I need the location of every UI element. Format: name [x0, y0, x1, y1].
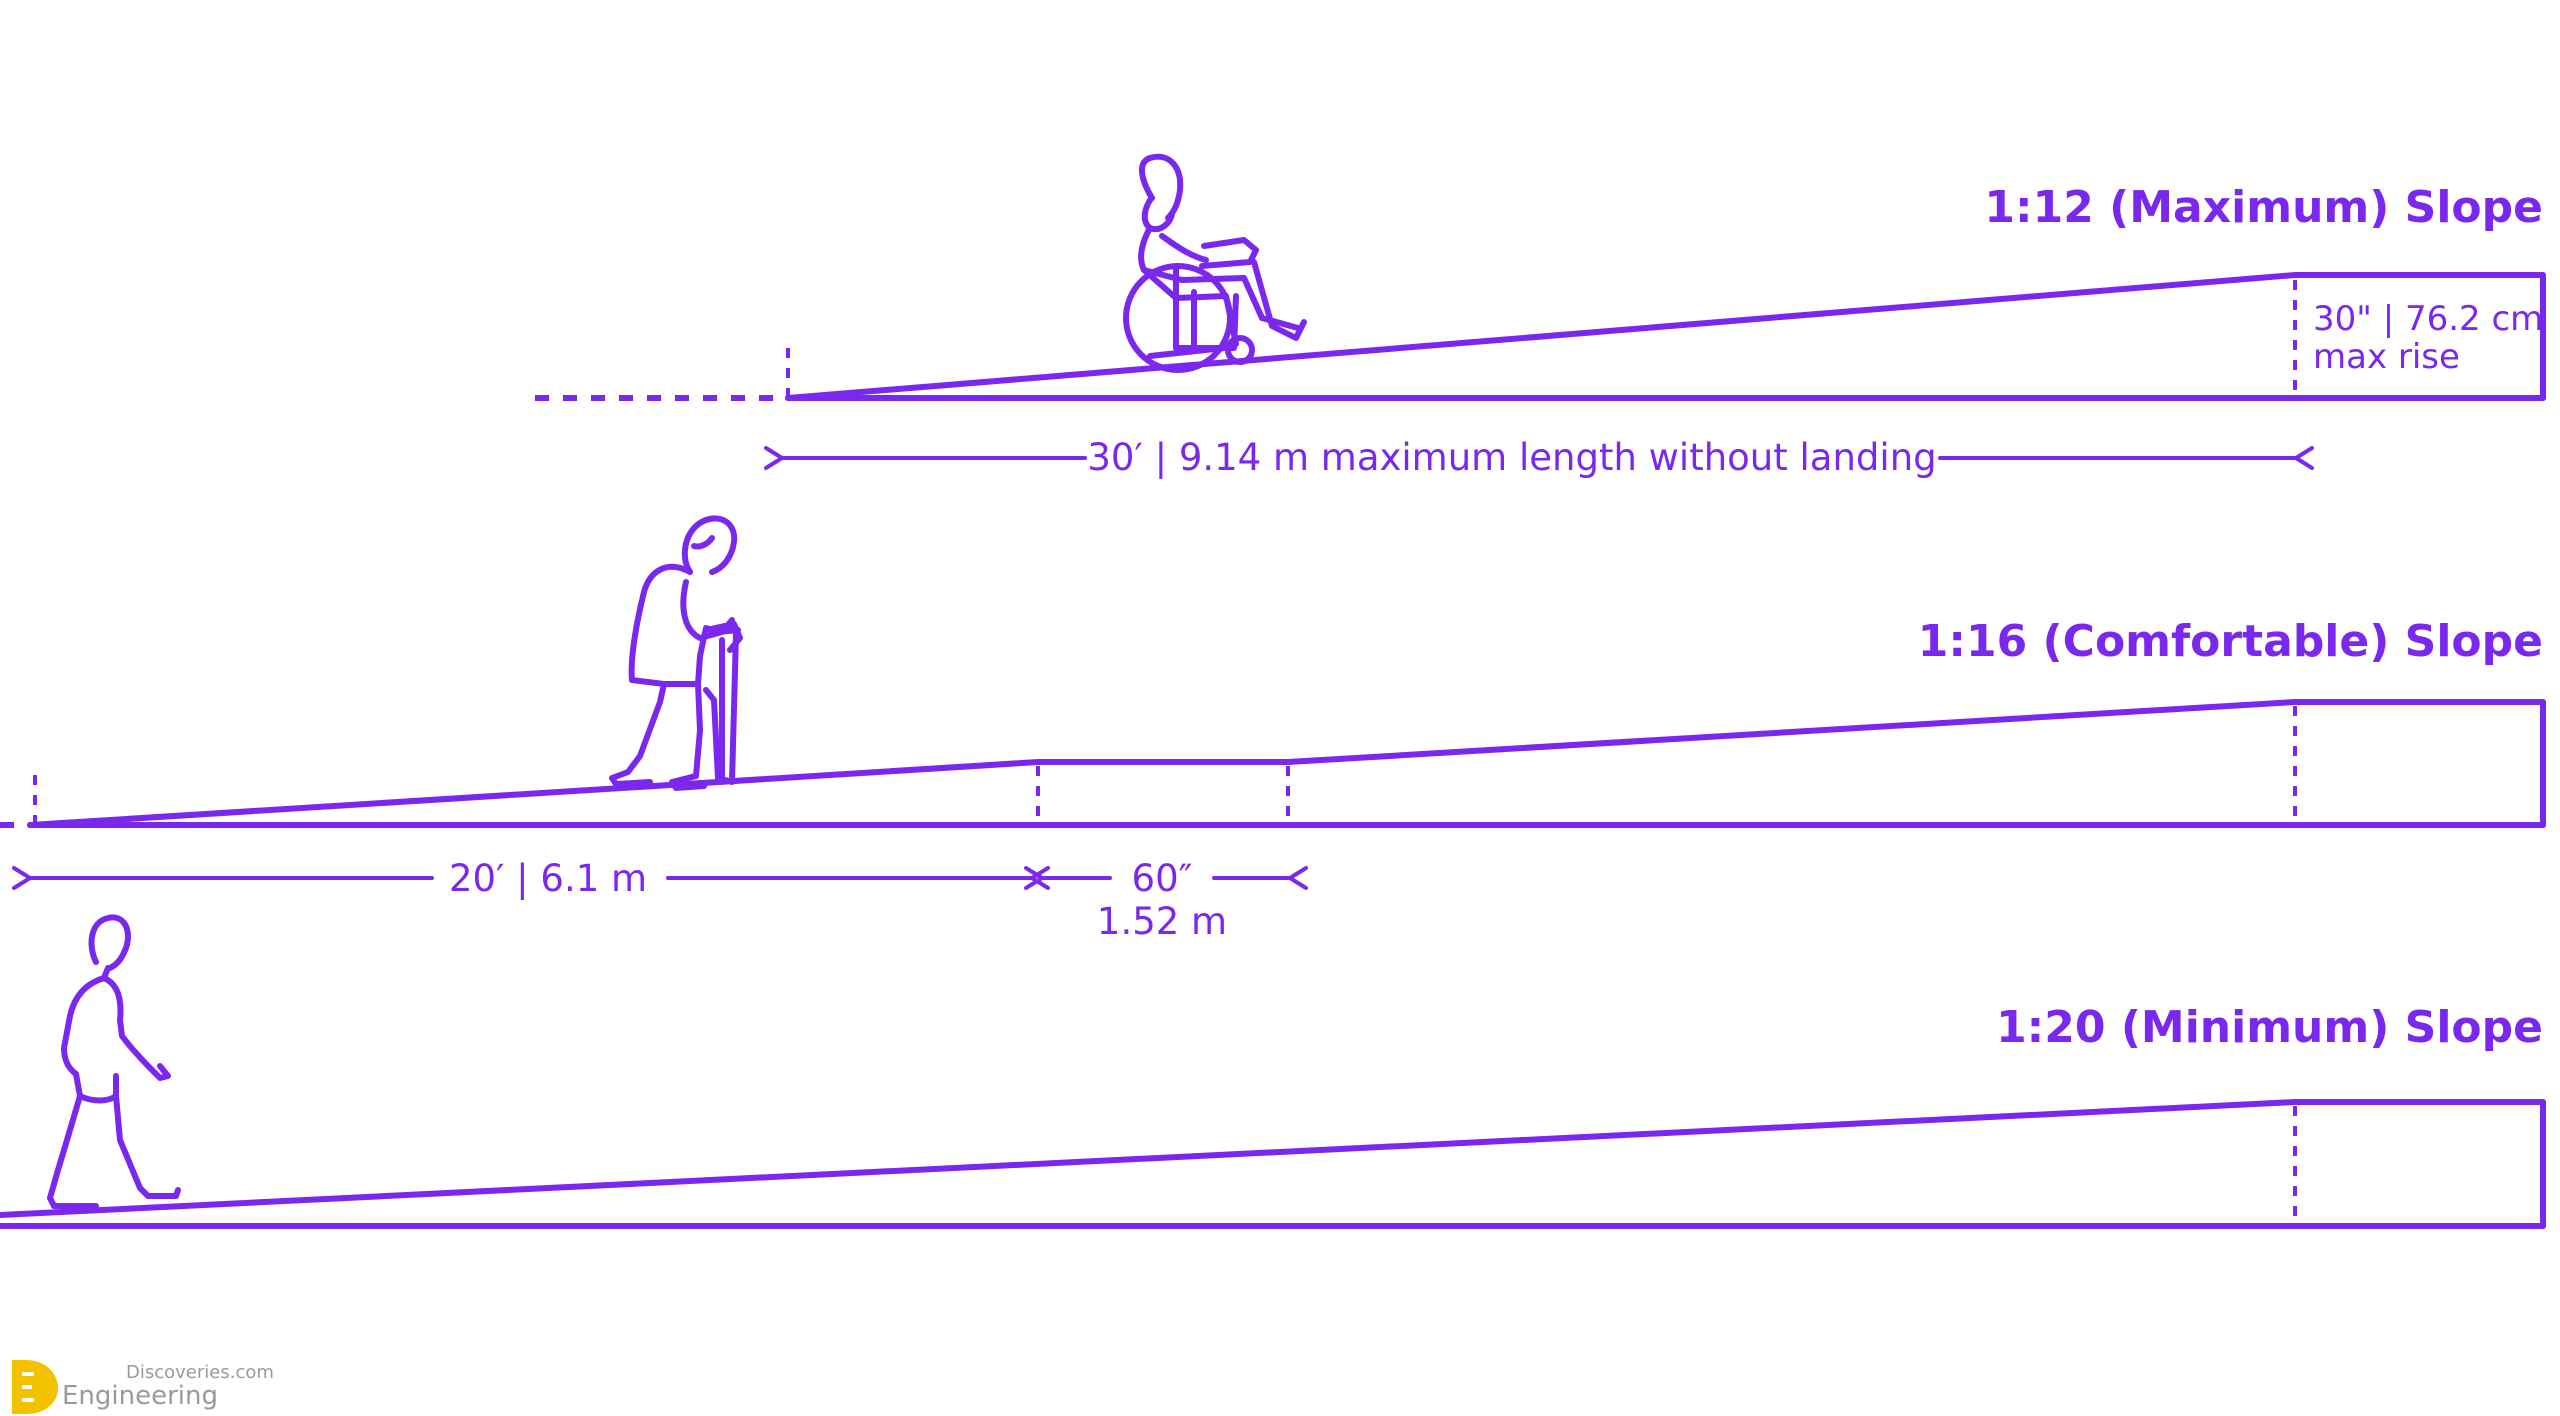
- ramp-max-title: 1:12 (Maximum) Slope: [1984, 182, 2543, 233]
- landing-length-metric: 1.52 m: [1097, 900, 1227, 943]
- ramp-max-length-label: 30′ | 9.14 m maximum length without land…: [1087, 436, 1936, 479]
- run-length-label: 20′ | 6.1 m: [449, 857, 647, 900]
- ramp-comf-labels: 1:16 (Comfortable) Slope 20′ | 6.1 m 60″…: [449, 616, 2543, 943]
- wheelchair-user-icon: [1123, 153, 1307, 373]
- engineering-discoveries-logo-icon: [12, 1360, 58, 1414]
- elderly-person-with-cane-icon: [609, 515, 743, 791]
- watermark-brand: Engineering: [62, 1381, 218, 1411]
- ramp-max-outline: [785, 272, 2546, 401]
- ramp-1-16-comfortable: [0, 699, 2546, 890]
- ramp-1-12-maximum: [535, 272, 2546, 470]
- walking-person-icon: [47, 914, 181, 1209]
- ramp-min-title: 1:20 (Minimum) Slope: [1996, 1002, 2543, 1053]
- ramp-max-labels: 1:12 (Maximum) Slope 30" | 76.2 cm max r…: [1087, 182, 2543, 479]
- watermark: Discoveries.com Engineering: [12, 1360, 274, 1414]
- ramp-min-outline: [0, 1099, 2546, 1229]
- ramp-comf-outline: [27, 699, 2546, 828]
- ramp-1-20-minimum: [0, 1099, 2546, 1229]
- ramp-max-rise-label: 30" | 76.2 cm: [2313, 299, 2543, 339]
- ramp-max-rise-sublabel: max rise: [2313, 337, 2460, 377]
- ramp-min-labels: 1:20 (Minimum) Slope: [1996, 1002, 2543, 1053]
- landing-length-label: 60″: [1132, 857, 1193, 900]
- ramp-comf-title: 1:16 (Comfortable) Slope: [1918, 616, 2543, 667]
- watermark-site: Discoveries.com: [126, 1362, 274, 1383]
